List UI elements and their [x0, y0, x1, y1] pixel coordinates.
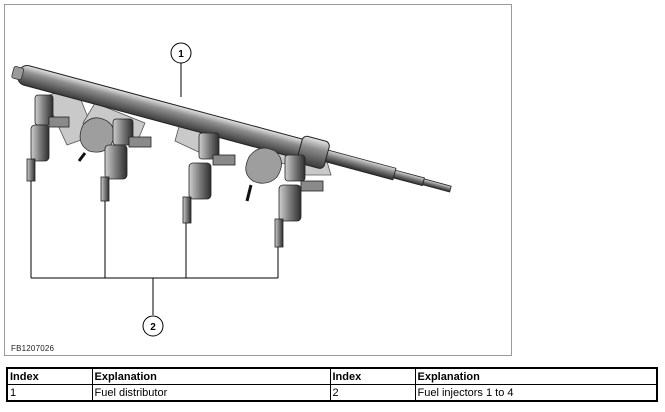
header-index: Index	[6, 367, 93, 385]
fuel-rail-illustration: 1 2	[11, 42, 452, 337]
callout-1: 1	[170, 42, 192, 64]
svg-text:2: 2	[150, 322, 156, 333]
header-index: Index	[329, 367, 416, 385]
fuel-injector-4	[274, 154, 324, 248]
callout-2-leader	[30, 181, 279, 315]
table-row: 1 Fuel distributor 2 Fuel injectors 1 to…	[6, 384, 658, 402]
fuel-injector-2	[100, 118, 152, 202]
figure-code: FB1207026	[11, 344, 55, 353]
header-explanation: Explanation	[91, 367, 331, 385]
explanation-cell: Fuel injectors 1 to 4	[414, 384, 658, 402]
legend-table: Index Explanation Index Explanation 1 Fu…	[6, 367, 658, 402]
injector-connector	[77, 117, 282, 202]
index-cell: 2	[329, 384, 416, 402]
legend-header-row: Index Explanation Index Explanation	[6, 367, 658, 385]
fuel-injector-3	[182, 132, 236, 224]
header-explanation: Explanation	[414, 367, 658, 385]
index-cell: 1	[6, 384, 93, 402]
svg-text:1: 1	[178, 49, 184, 60]
fuel-injector-1	[26, 94, 70, 182]
figure-frame: 1 2 FB1207026	[4, 4, 512, 356]
callout-2: 2	[142, 315, 164, 337]
explanation-cell: Fuel distributor	[91, 384, 331, 402]
